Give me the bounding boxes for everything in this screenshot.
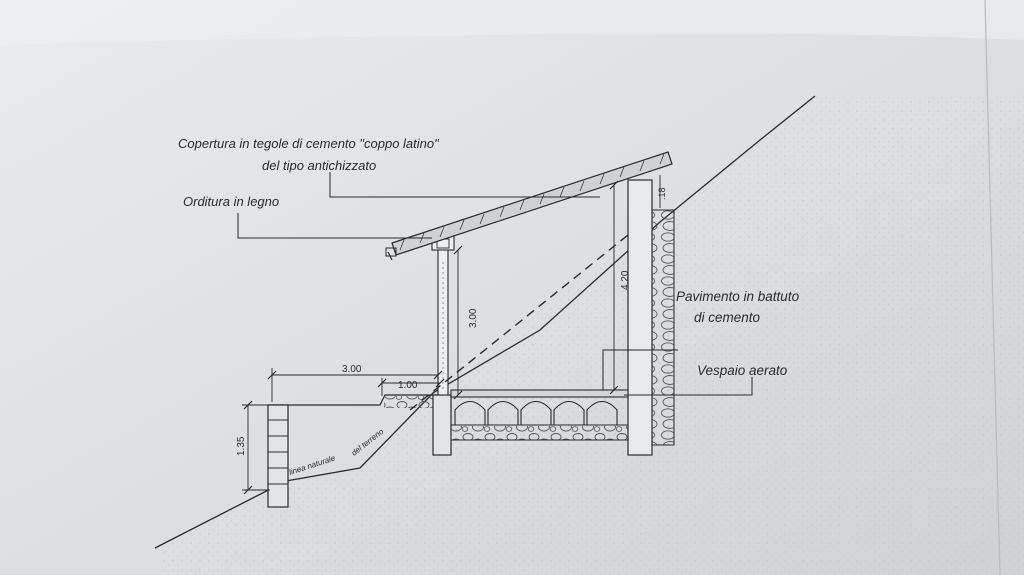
dim-tick (453, 245, 463, 255)
label-floor-line1: Pavimento in battuto (676, 289, 800, 304)
leader-crawl-space (624, 377, 753, 396)
dim-terrace-width: 3.00 (342, 364, 362, 375)
dim-tick (377, 378, 387, 388)
label-timber-frame: Orditura in legno (183, 194, 279, 209)
dim-wall-height: 1.35 (236, 436, 247, 456)
paper-highlight (0, 0, 1024, 45)
crawl-space-arches (451, 400, 628, 426)
label-roof-covering-line1: Copertura in tegole di cemento "coppo la… (178, 136, 440, 151)
dim-step-width: 1.00 (398, 380, 418, 391)
roof (385, 151, 673, 261)
terrain-line (154, 95, 816, 549)
terrace-stones (384, 396, 436, 408)
rear-column (627, 179, 653, 456)
label-roof-covering-line2: del tipo antichizzato (262, 158, 376, 173)
earth-hatch (160, 96, 1024, 575)
leader-floor (602, 349, 678, 390)
label-crawl-space: Vespaio aerato (697, 363, 788, 378)
label-floor-line2: di cemento (694, 310, 761, 325)
gravel-bed (451, 426, 628, 440)
retaining-wall-courses (268, 419, 288, 485)
dim-tick (243, 400, 253, 410)
dim-tick (609, 385, 619, 395)
dim-tick (435, 378, 445, 388)
dim-tick (243, 485, 253, 495)
leader-timber-frame (237, 213, 432, 239)
leader-roof-covering (329, 172, 600, 198)
retaining-wall (267, 404, 289, 508)
rear-stone-wall (651, 209, 675, 446)
dim-tick (267, 370, 277, 380)
dim-rear-height: 4.20 (620, 270, 631, 290)
dim-tick (433, 370, 443, 380)
dim-tick (609, 180, 619, 190)
dim-roof-thickness: .18 (657, 187, 667, 200)
section-reference-line (409, 234, 629, 411)
dim-front-height: 3.00 (468, 308, 479, 328)
floor-slab (450, 389, 629, 398)
terrace-line (268, 394, 438, 406)
dim-tick (453, 390, 463, 400)
front-foundation (432, 394, 452, 456)
